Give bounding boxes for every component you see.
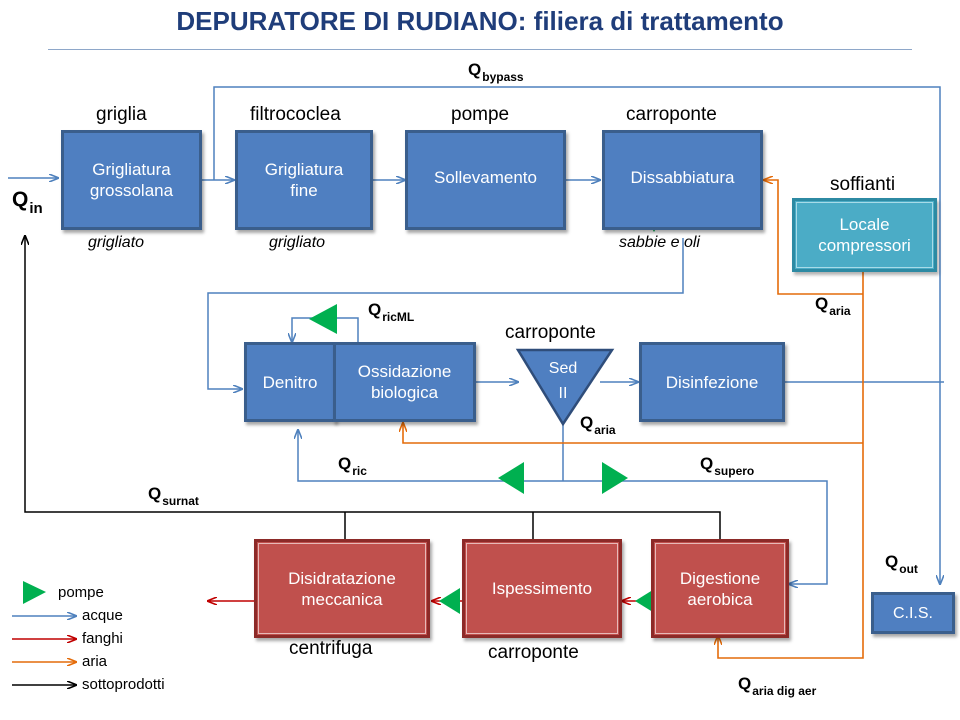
unit-sollevamento: Sollevamento <box>405 130 566 230</box>
flow-q-aria-dig-aer: Qaria dig aer <box>738 674 817 698</box>
unit-dissabbiatura: Dissabbiatura <box>602 130 763 230</box>
q-supero-line <box>563 480 828 584</box>
legend-lines <box>12 616 76 685</box>
unit-grigliatura-fine: Grigliatura fine <box>235 130 373 230</box>
pump-icon <box>498 462 524 494</box>
supernatant-lines <box>25 236 721 540</box>
byproduct-grigliato-2: grigliato <box>269 234 326 251</box>
sed-label: Sed <box>548 360 578 377</box>
label-centrifuga: centrifuga <box>289 638 373 659</box>
unit-cis: C.I.S. <box>871 592 955 634</box>
pump-icon <box>309 304 337 334</box>
label-griglia: griglia <box>96 104 147 125</box>
bypass-line <box>213 86 940 584</box>
label-carroponte-mid: carroponte <box>505 322 596 343</box>
legend-pump-icon <box>23 581 46 604</box>
flow-q-supero: Qsupero <box>700 454 755 478</box>
flow-q-ric: Qric <box>338 454 367 478</box>
air-lines <box>403 180 864 659</box>
q-aria-dig-line <box>718 272 864 659</box>
label-soffianti: soffianti <box>830 174 896 195</box>
legend-aria: aria <box>82 653 108 670</box>
flow-q-ricml: QricML <box>368 300 415 324</box>
legend-fanghi: fanghi <box>82 630 123 647</box>
legend-sottoprodotti: sottoprodotti <box>82 676 165 693</box>
q-aria-ossidazione-line <box>403 423 863 444</box>
unit-disinfezione: Disinfezione <box>639 342 785 422</box>
label-filtrococlea: filtrococlea <box>250 104 341 125</box>
unit-ispessimento: Ispessimento <box>462 539 622 638</box>
sedimentatore-shape <box>515 348 615 427</box>
flow-q-aria-mid: Qaria <box>580 413 616 437</box>
flow-q-in: Qin <box>12 188 43 217</box>
legend-acque: acque <box>82 607 123 624</box>
pump-icon <box>635 588 656 614</box>
title-divider <box>48 49 912 50</box>
water-lines <box>8 86 944 584</box>
sed-label-number: II <box>558 385 568 402</box>
label-carroponte-top: carroponte <box>626 104 717 125</box>
label-carroponte-bottom: carroponte <box>488 642 579 663</box>
unit-disidratazione-meccanica: Disidratazione meccanica <box>254 539 430 638</box>
flow-q-aria-top: Qaria <box>815 294 851 318</box>
label-pompe: pompe <box>451 104 510 125</box>
flow-q-out: Qout <box>885 552 918 576</box>
q-ric-line <box>298 430 563 482</box>
flow-q-bypass: Qbypass <box>468 60 524 84</box>
unit-locale-compressori: Locale compressori <box>792 198 937 272</box>
page-title: DEPURATORE DI RUDIANO: filiera di tratta… <box>176 6 784 36</box>
pump-icon <box>602 462 628 494</box>
dissabbiatura-to-denitro-line <box>207 238 684 389</box>
unit-digestione-aerobica: Digestione aerobica <box>651 539 789 638</box>
pump-icon <box>439 588 460 614</box>
byproduct-sabbie-oli: sabbie e oli <box>619 234 700 251</box>
q-surnat-line <box>25 236 721 540</box>
unit-ossidazione-biologica: Ossidazione biologica <box>333 342 476 422</box>
flow-q-surnat: Qsurnat <box>148 484 199 508</box>
q-aria-dissabbiatura-line <box>764 180 863 295</box>
byproduct-grigliato-1: grigliato <box>88 234 145 251</box>
unit-denitro: Denitro <box>244 342 336 422</box>
unit-grigliatura-grossolana: Grigliatura grossolana <box>61 130 202 230</box>
legend-pompe: pompe <box>58 584 104 601</box>
